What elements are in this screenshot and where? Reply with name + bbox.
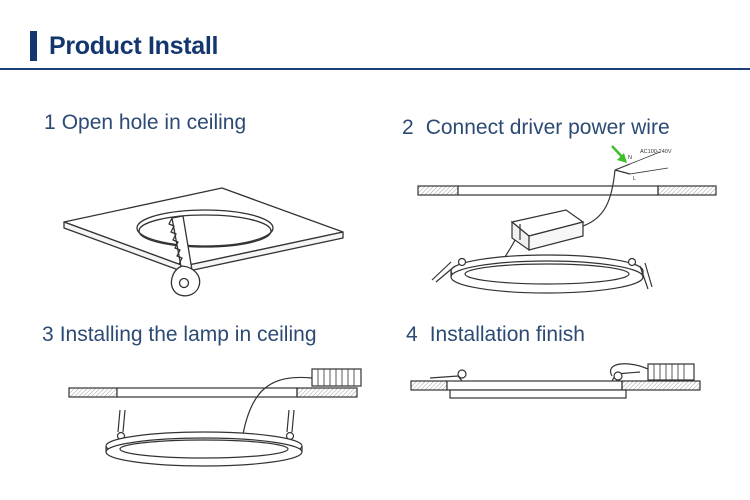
clip-4-left-pivot (457, 369, 467, 379)
step-1-number: 1 (44, 111, 56, 134)
driver-input-wire (582, 169, 616, 227)
ceiling-board-right (657, 185, 717, 196)
clip-4-left (429, 375, 463, 382)
spring-clip-right (627, 257, 653, 290)
spring-clip-3-left (116, 409, 126, 441)
ceiling-board-gap-4 (446, 380, 623, 391)
ceiling-board-gap-3 (116, 387, 298, 398)
wire-l-label: L (633, 176, 636, 182)
wire-n-label: N (628, 155, 632, 161)
installed-lamp-trim (449, 389, 627, 399)
driver-box-4 (647, 363, 695, 381)
step-1-illustration (63, 187, 344, 297)
clip-4-right-pivot (613, 371, 623, 381)
ceiling-board-left-4 (410, 380, 448, 391)
ceiling-board-right-3 (296, 387, 358, 398)
page-title: Product Install (49, 32, 219, 60)
step-4-number: 4 (406, 323, 418, 346)
header-divider (0, 68, 750, 70)
driver-box-3 (311, 368, 362, 387)
step-2-illustration (417, 145, 717, 294)
power-wire-4 (609, 363, 651, 377)
step-1-text: Open hole in ceiling (61, 111, 247, 134)
ceiling-board-left (417, 185, 459, 196)
step-2-number: 2 (402, 116, 414, 139)
green-arrow-head (617, 153, 627, 163)
voltage-label: AC100-240V (640, 149, 672, 155)
page-header: Product Install (0, 0, 750, 70)
downlight-fixture-2 (450, 254, 644, 294)
wire-terminals (614, 151, 669, 175)
downlight-fixture-3 (105, 431, 303, 467)
step-3-number: 3 (42, 323, 54, 346)
spring-clip-left (431, 257, 467, 283)
step-4-label: 4 Installation finish (406, 323, 585, 347)
step-4-text: Installation finish (429, 323, 585, 346)
driver-box (510, 209, 585, 252)
ceiling-board-right-4 (621, 380, 701, 391)
step-3-illustration (68, 368, 362, 467)
power-wire-3 (241, 376, 313, 441)
ceiling-board-left-3 (68, 387, 118, 398)
ceiling-board-gap (457, 185, 659, 196)
step-2-text: Connect driver power wire (425, 116, 670, 139)
ceiling-hole-inner-edge (138, 214, 272, 248)
step-4-illustration (410, 363, 701, 399)
step-3-text: Installing the lamp in ceiling (59, 323, 317, 346)
spring-clip-3-right (285, 409, 295, 441)
saw-icon (168, 215, 201, 297)
step-2-label: 2 Connect driver power wire (402, 116, 670, 140)
header-accent-bar (30, 31, 37, 61)
